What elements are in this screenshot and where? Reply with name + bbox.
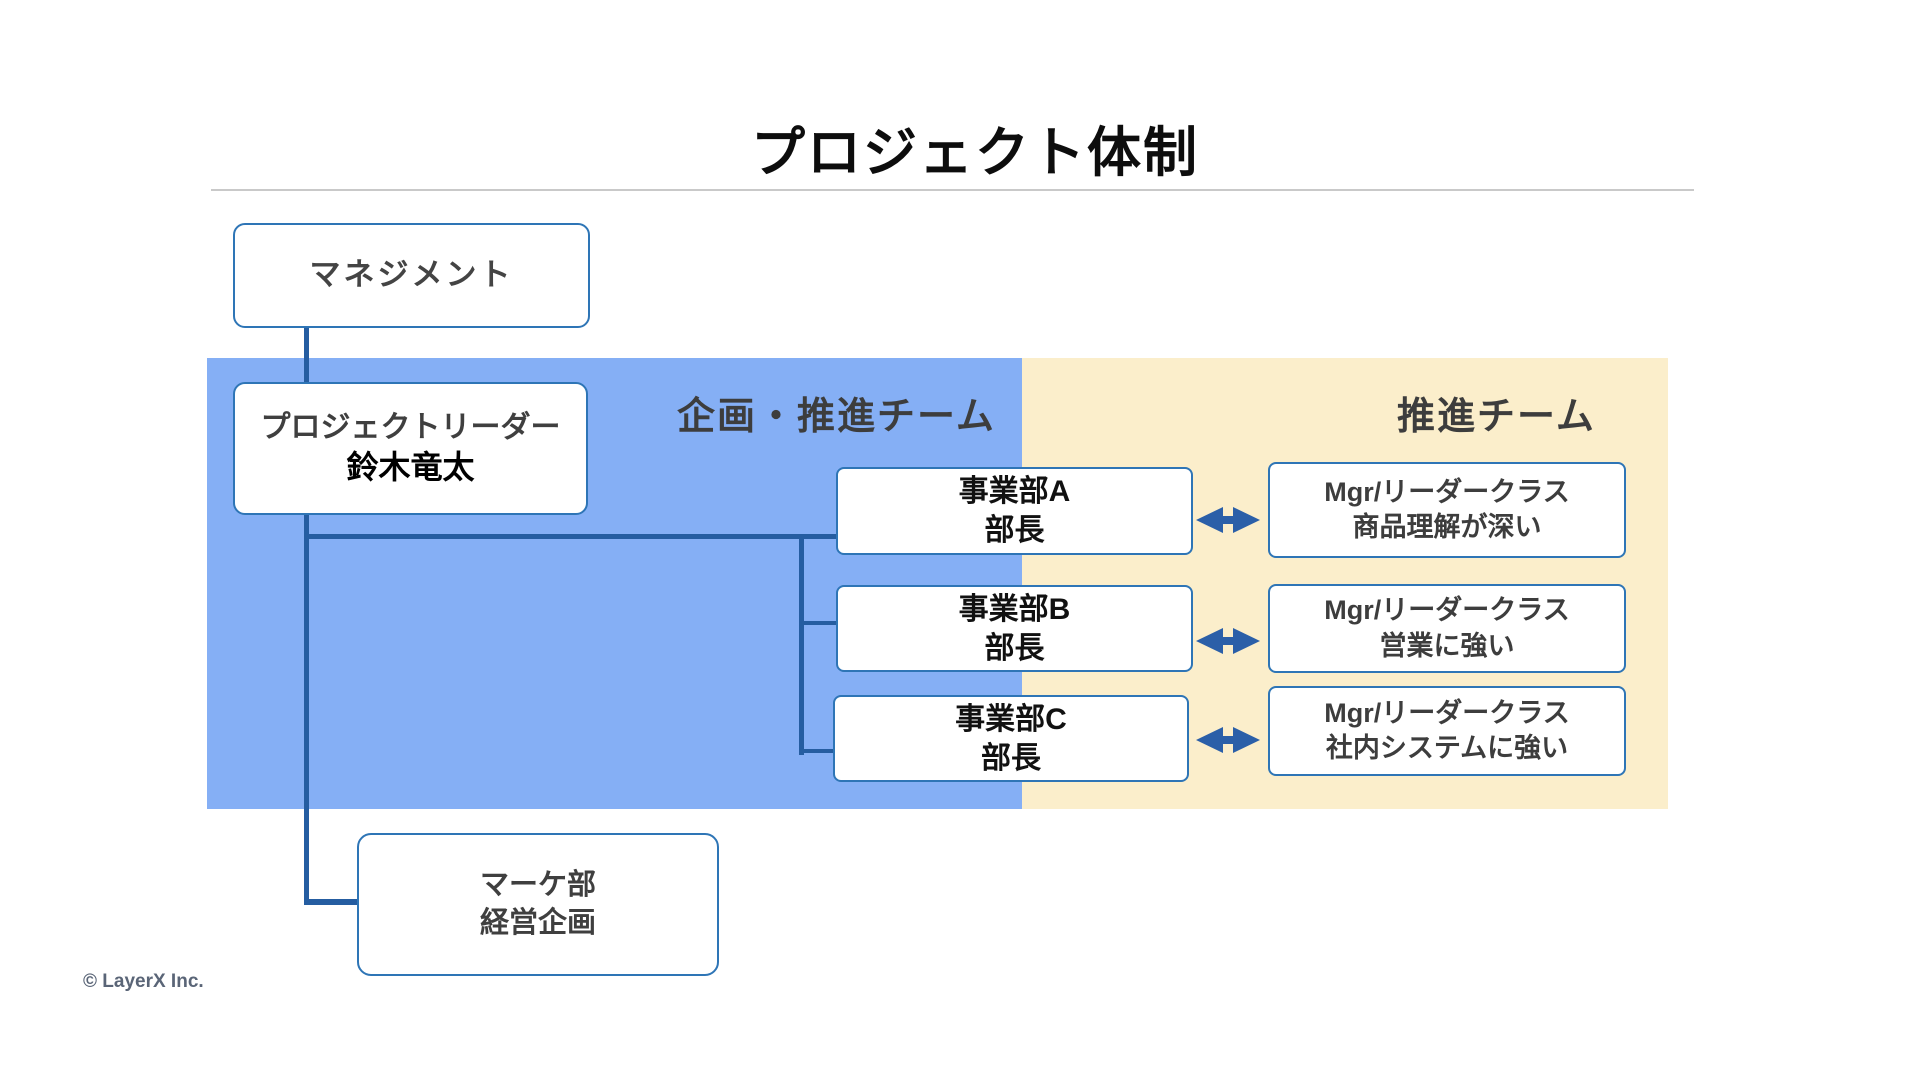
promotion-team-label: 推進チーム [1397, 396, 1596, 438]
double-arrow-icon [1196, 507, 1260, 533]
dept-a-name: 事業部A [958, 475, 1071, 508]
management-label: マネジメント [309, 257, 514, 293]
staff-c-strength: 社内システムに強い [1325, 733, 1569, 763]
connector-management-leader [304, 327, 309, 383]
planning-team-label: 企画・推進チーム [677, 396, 996, 438]
dept-c-box: 事業部C 部長 [833, 695, 1189, 782]
connector-dept-vertical [799, 534, 804, 755]
connector-leader-dept-a [306, 534, 838, 539]
dept-b-box: 事業部B 部長 [836, 585, 1193, 672]
project-leader-name: 鈴木竜太 [346, 449, 475, 486]
page-title: プロジェクト体制 [751, 123, 1199, 183]
staff-b-strength: 営業に強い [1379, 630, 1515, 661]
project-leader-box: プロジェクトリーダー 鈴木竜太 [233, 382, 588, 515]
marketing-planning: 経営企画 [479, 906, 596, 939]
dept-b-title: 部長 [984, 631, 1045, 665]
dept-b-name: 事業部B [958, 592, 1071, 626]
dept-a-title: 部長 [984, 514, 1045, 547]
double-arrow-icon [1196, 628, 1260, 654]
staff-c-class: Mgr/リーダークラス [1324, 697, 1570, 728]
connector-leader-vertical [304, 514, 309, 905]
staff-a-box: Mgr/リーダークラス 商品理解が深い [1268, 462, 1626, 558]
staff-c-box: Mgr/リーダークラス 社内システムに強い [1268, 686, 1626, 776]
copyright-text: © LayerX Inc. [83, 971, 204, 992]
connector-stub-dept-b [804, 621, 838, 625]
project-leader-role: プロジェクトリーダー [260, 411, 561, 445]
staff-a-class: Mgr/リーダークラス [1324, 476, 1570, 507]
connector-stub-dept-c [804, 749, 835, 753]
marketing-dept: マーケ部 [479, 868, 596, 901]
dept-a-box: 事業部A 部長 [836, 467, 1193, 555]
dept-c-name: 事業部C [955, 702, 1067, 736]
dept-c-title: 部長 [981, 741, 1041, 775]
connector-elbow-marketing [304, 899, 360, 905]
double-arrow-icon [1196, 727, 1260, 753]
staff-b-box: Mgr/リーダークラス 営業に強い [1268, 584, 1626, 673]
staff-a-strength: 商品理解が深い [1352, 512, 1542, 542]
title-divider [211, 189, 1694, 191]
management-box: マネジメント [233, 223, 590, 328]
marketing-box: マーケ部 経営企画 [357, 833, 719, 976]
staff-b-class: Mgr/リーダークラス [1324, 595, 1570, 626]
